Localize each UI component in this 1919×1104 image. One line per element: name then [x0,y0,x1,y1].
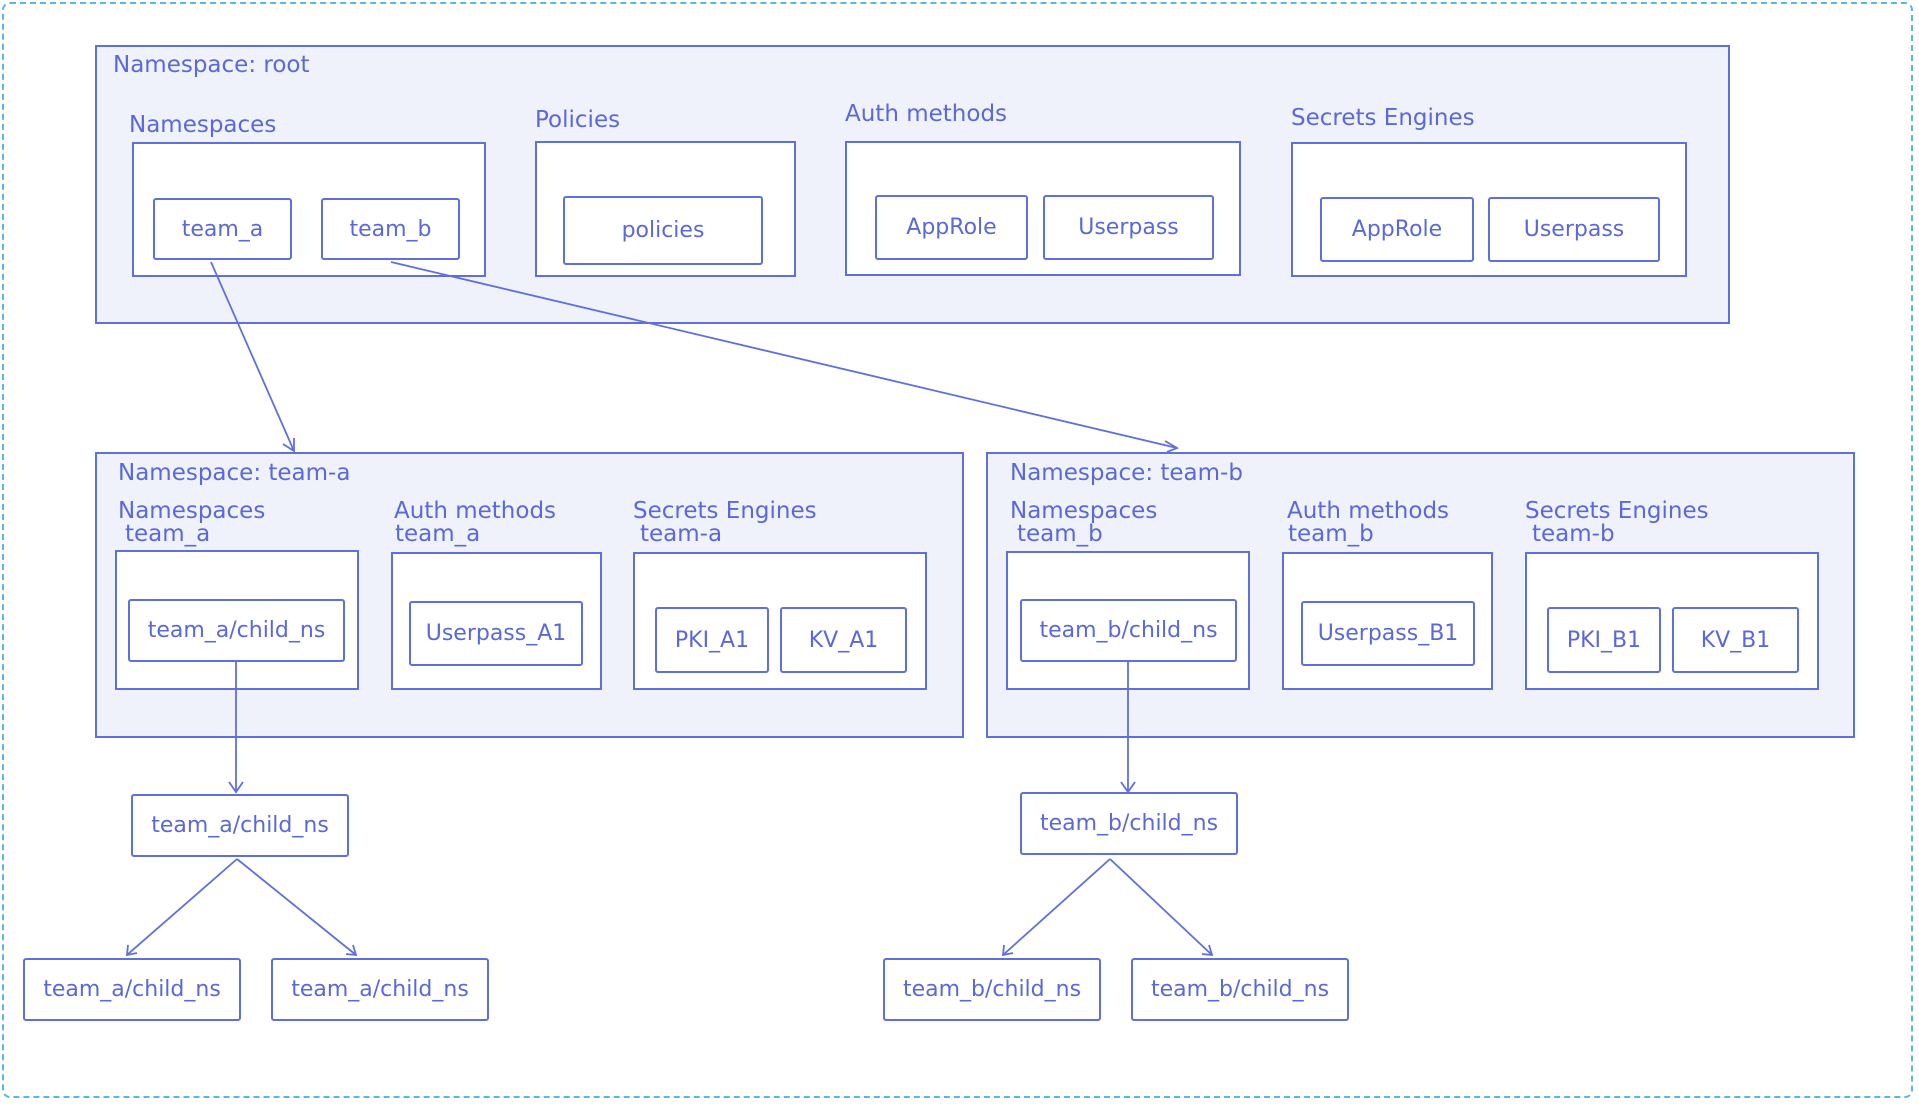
team-b-grandchild-ns-node-1[interactable]: team_b/child_ns [883,958,1101,1021]
root-secrets-node-approle[interactable]: AppRole [1320,197,1474,262]
root-policies-label: Policies [535,107,621,133]
namespace-team-b-title: Namespace: team-b [1010,460,1243,486]
team-a-auth-methods-label: Auth methods team_a [394,500,556,546]
team-b-secrets-engines-label-text: Secrets Engines [1525,498,1709,524]
team-a-namespaces-label: Namespaces team_a [118,500,265,546]
team-a-grandchild-ns-node-1[interactable]: team_a/child_ns [23,958,241,1021]
team-b-namespace-node-child-ns[interactable]: team_b/child_ns [1020,599,1237,662]
root-secrets-node-userpass[interactable]: Userpass [1488,197,1660,262]
team-a-secrets-node-pki-a1[interactable]: PKI_A1 [655,607,769,673]
team-a-namespaces-sublabel: team_a [125,521,211,547]
team-b-secrets-engines-label: Secrets Engines team-b [1525,500,1709,546]
team-a-grandchild-ns-node-2[interactable]: team_a/child_ns [271,958,489,1021]
root-auth-node-approle[interactable]: AppRole [875,195,1028,260]
namespace-root-title: Namespace: root [113,52,310,78]
team-b-auth-node-userpass-b1[interactable]: Userpass_B1 [1301,601,1475,666]
root-secrets-engines-label: Secrets Engines [1291,105,1475,131]
team-a-child-ns-node[interactable]: team_a/child_ns [131,794,349,857]
team-b-child-ns-node[interactable]: team_b/child_ns [1020,792,1238,855]
team-a-auth-methods-label-text: Auth methods [394,498,557,524]
team-a-secrets-engines-sublabel: team-a [640,521,723,547]
team-b-namespaces-sublabel: team_b [1017,521,1103,547]
team-b-auth-methods-label-text: Auth methods [1287,498,1450,524]
team-b-secrets-engines-sublabel: team-b [1532,521,1615,547]
team-b-grandchild-ns-node-2[interactable]: team_b/child_ns [1131,958,1349,1021]
team-b-namespaces-label-text: Namespaces [1010,498,1158,524]
root-namespaces-label: Namespaces [129,112,277,138]
root-auth-methods-label: Auth methods [845,101,1008,127]
team-a-auth-methods-sublabel: team_a [395,521,481,547]
team-b-secrets-node-kv-b1[interactable]: KV_B1 [1672,607,1799,673]
team-a-secrets-node-kv-a1[interactable]: KV_A1 [780,607,907,673]
root-namespace-node-team-b[interactable]: team_b [321,198,460,260]
namespace-team-a-title: Namespace: team-a [118,460,351,486]
team-a-secrets-engines-label: Secrets Engines team-a [633,500,817,546]
team-b-namespaces-label: Namespaces team_b [1010,500,1157,546]
root-auth-node-userpass[interactable]: Userpass [1043,195,1214,260]
team-a-namespaces-label-text: Namespaces [118,498,266,524]
root-namespace-node-team-a[interactable]: team_a [153,198,292,260]
root-policies-node[interactable]: policies [563,196,763,265]
team-a-auth-node-userpass-a1[interactable]: Userpass_A1 [409,601,583,666]
team-b-secrets-node-pki-b1[interactable]: PKI_B1 [1547,607,1661,673]
team-b-auth-methods-sublabel: team_b [1288,521,1374,547]
team-a-secrets-engines-label-text: Secrets Engines [633,498,817,524]
team-a-namespace-node-child-ns[interactable]: team_a/child_ns [128,599,345,662]
team-b-auth-methods-label: Auth methods team_b [1287,500,1449,546]
